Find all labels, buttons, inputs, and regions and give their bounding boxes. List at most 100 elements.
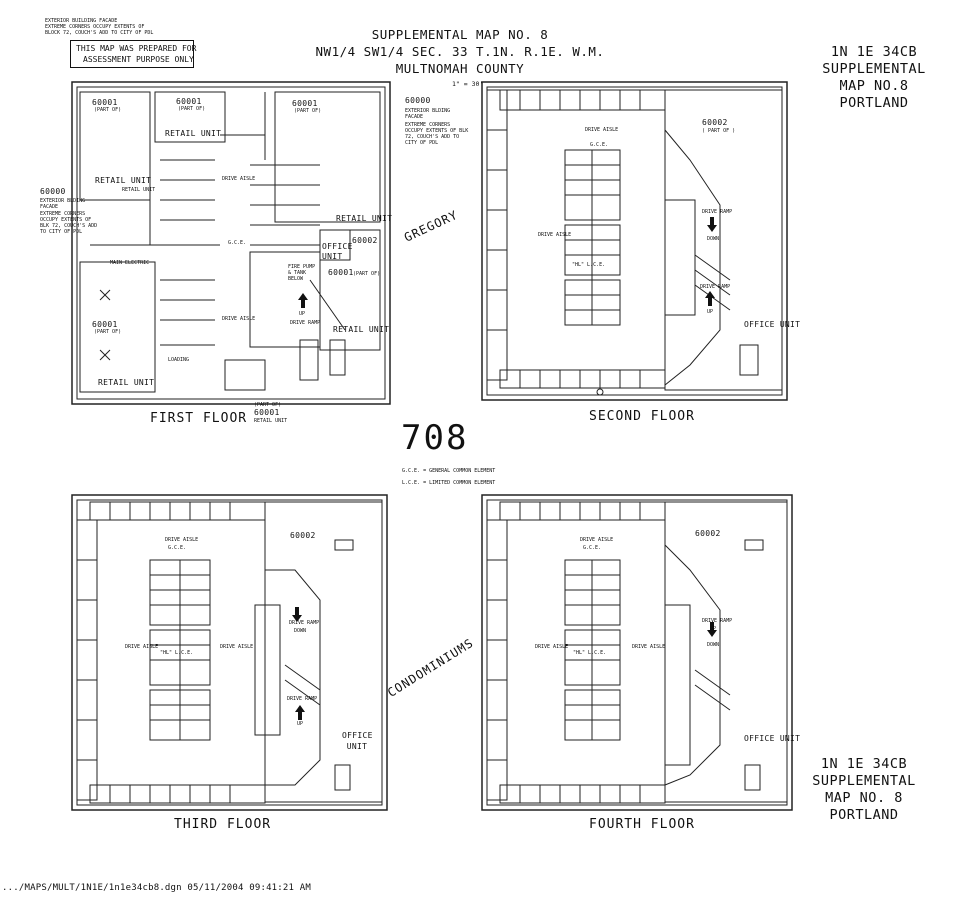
hl-lce-label: "HL" L.C.E.	[573, 650, 607, 656]
drive-aisle-label: DRIVE AISLE	[538, 232, 572, 238]
drive-ramp-label: DRIVE RAMP	[700, 284, 731, 290]
unit-number: 60002	[352, 236, 378, 245]
part-of-note: (PART OF)	[294, 108, 322, 114]
part-of-note: (PART OF)	[94, 107, 122, 113]
floor-title-first: FIRST FLOOR	[150, 411, 248, 426]
map-id-line: SUPPLEMENTAL	[812, 773, 916, 789]
title-line: SUPPLEMENTAL MAP NO. 8	[371, 27, 549, 42]
drive-ramp-label: DRIVE RAMP	[289, 620, 320, 626]
exterior-note-line: EXTERIOR BUILDING FACADE	[45, 18, 118, 24]
exterior-note-line: EXTREME CORNERS OCCUPY EXTENTS OF	[45, 24, 145, 30]
drive-ramp-label: DRIVE RAMP	[287, 696, 318, 702]
unit-number: 60001	[328, 268, 354, 277]
drive-aisle-label: DRIVE AISLE	[220, 644, 254, 650]
side-note: EXTERIOR BLDING FACADE	[40, 198, 86, 210]
hl-lce-label: "HL" L.C.E.	[572, 262, 606, 268]
up-label: UP	[297, 721, 304, 727]
floor-title-fourth: FOURTH FLOOR	[589, 817, 695, 832]
assessment-note-line: ASSESSMENT PURPOSE ONLY	[83, 55, 194, 64]
map-id-bottom: 1N 1E 34CB SUPPLEMENTAL MAP NO. 8 PORTLA…	[804, 756, 924, 824]
fourth-floor-down-arrow	[707, 622, 717, 637]
up-label: UP	[710, 626, 717, 632]
floor-title-second: SECOND FLOOR	[589, 409, 695, 424]
gce-label: G.C.E.	[168, 545, 187, 551]
drive-aisle-label: DRIVE AISLE	[580, 537, 614, 543]
assessment-note-line: THIS MAP WAS PREPARED FOR	[76, 44, 197, 53]
drive-aisle-label: DRIVE AISLE	[632, 644, 666, 650]
loading-label: LOADING	[168, 357, 190, 363]
fire-pump-label: FIRE PUMP & TANK BELOW	[288, 264, 316, 282]
first-floor-plan	[71, 81, 391, 405]
unit-number: 60002	[695, 529, 721, 538]
map-id-line: PORTLAND	[829, 807, 899, 823]
unit-number: 60001	[176, 97, 202, 106]
title-line: MULTNOMAH COUNTY	[395, 61, 525, 76]
part-of-note: (PART OF)	[178, 106, 206, 112]
unit-label: RETAIL UNIT	[122, 187, 156, 193]
up-label: UP	[299, 311, 306, 317]
down-label: DOWN	[707, 236, 720, 242]
unit-number: 60000	[40, 187, 66, 196]
unit-label: OFFICE UNIT	[744, 320, 801, 329]
map-id-line: 1N 1E 34CB	[830, 44, 918, 60]
file-path-footer: .../MAPS/MULT/1N1E/1n1e34cb8.dgn 05/11/2…	[2, 883, 312, 893]
hl-lce-label: "HL" L.C.E.	[160, 650, 194, 656]
map-id-top: 1N 1E 34CB SUPPLEMENTAL MAP NO.8 PORTLAN…	[812, 44, 936, 112]
gce-label: G.C.E.	[583, 545, 602, 551]
title-line: NW1/4 SW1/4 SEC. 33 T.1N. R.1E. W.M.	[315, 44, 605, 59]
unit-label: OFFICE UNIT	[744, 734, 801, 743]
drive-aisle-label: DRIVE AISLE	[585, 127, 619, 133]
second-floor-up-arrow	[705, 291, 715, 306]
main-electric-label: MAIN ELECTRIC	[110, 260, 150, 266]
unit-label: RETAIL UNIT	[333, 325, 390, 334]
drive-aisle-label: DRIVE AISLE	[535, 644, 569, 650]
side-note: EXTERIOR BLDING FACADE	[405, 108, 451, 120]
side-note: EXTREME CORNERS OCCUPY EXTENTS OF BLK 72…	[405, 122, 469, 146]
map-id-line: MAP NO.8	[839, 78, 909, 94]
unit-number: 60002	[702, 118, 728, 127]
drive-aisle-label: DRIVE AISLE	[125, 644, 159, 650]
exterior-note-line: BLOCK 72, COUCH'S ADD TO CITY OF PDL	[45, 30, 154, 36]
unit-label: RETAIL UNIT	[165, 129, 222, 138]
part-of-note: (PART OF)	[94, 329, 122, 335]
unit-label: RETAIL UNIT	[98, 378, 155, 387]
unit-number: 60002	[290, 531, 316, 540]
second-floor-down-arrow	[707, 217, 717, 232]
map-id-line: MAP NO. 8	[825, 790, 903, 806]
unit-label: RETAIL UNIT	[336, 214, 393, 223]
third-floor-plan	[71, 494, 388, 811]
drive-aisle-label: DRIVE AISLE	[165, 537, 199, 543]
up-label: UP	[707, 309, 714, 315]
drive-aisle-label: DRIVE AISLE	[222, 176, 256, 182]
fourth-floor-plan	[481, 494, 793, 811]
part-of-note: (PART OF)	[353, 271, 381, 277]
map-scale: 1" = 30'	[452, 80, 484, 88]
assessment-note-box: THIS MAP WAS PREPARED FOR ASSESSMENT PUR…	[70, 40, 197, 68]
unit-number: 60001	[292, 99, 318, 108]
north-arrow-icon	[596, 388, 604, 396]
unit-label: OFFICE UNIT	[342, 731, 373, 751]
unit-label: RETAIL UNIT	[95, 176, 152, 185]
map-header-title: SUPPLEMENTAL MAP NO. 8 NW1/4 SW1/4 SEC. …	[300, 26, 620, 77]
gce-label: G.C.E.	[228, 240, 247, 246]
part-of-note: (PART OF)	[254, 402, 282, 408]
legend-item: L.C.E. = LIMITED COMMON ELEMENT	[402, 480, 496, 486]
drive-ramp-label: DRIVE RAMP	[702, 618, 733, 624]
unit-number: 60001	[254, 408, 280, 417]
third-floor-up-arrow	[295, 705, 305, 720]
third-floor-down-arrow	[292, 607, 302, 622]
drive-aisle-label: DRIVE AISLE	[222, 316, 256, 322]
side-note: EXTREME CORNERS OCCUPY EXTENTS OF BLK 72…	[40, 211, 98, 235]
map-id-line: PORTLAND	[839, 95, 909, 111]
unit-number: 60001	[92, 98, 118, 107]
part-of-note: ( PART OF )	[702, 128, 736, 134]
floor-title-third: THIRD FLOOR	[174, 817, 272, 832]
down-label: DOWN	[707, 642, 720, 648]
second-floor-plan	[481, 81, 788, 401]
first-floor-up-arrow	[298, 293, 308, 308]
unit-label: OFFICE UNIT	[322, 242, 353, 261]
down-label: DOWN	[294, 628, 307, 634]
sheet-number: 708	[401, 418, 469, 458]
legend-item: G.C.E. = GENERAL COMMON ELEMENT	[402, 468, 496, 474]
legend: G.C.E. = GENERAL COMMON ELEMENT L.C.E. =…	[402, 468, 495, 486]
